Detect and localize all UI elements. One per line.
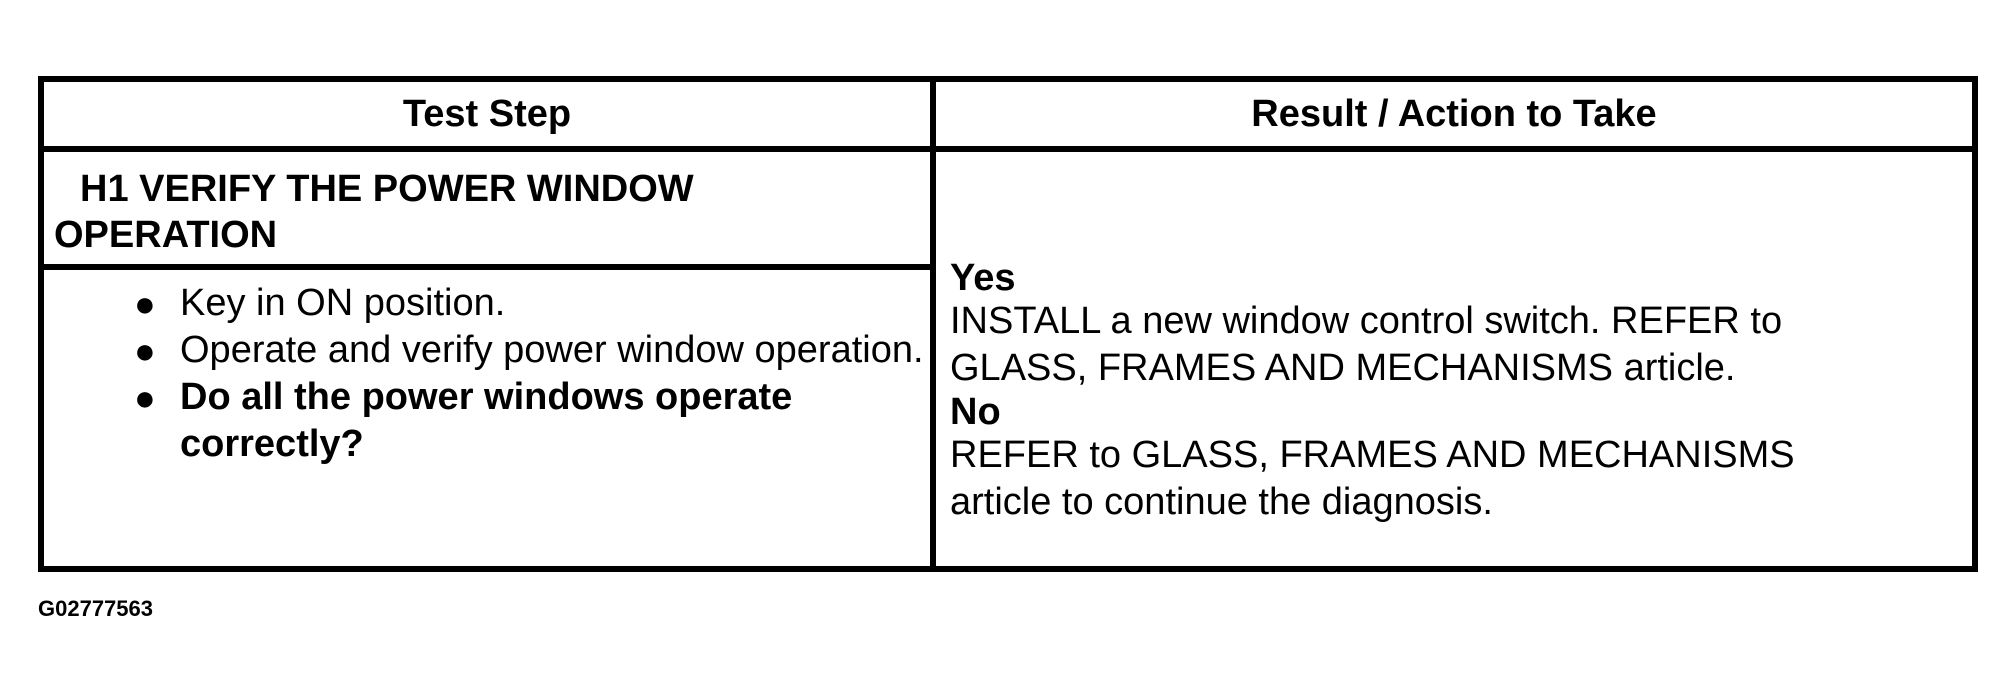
- result-yes-line-1: INSTALL a new window control switch. REF…: [950, 300, 1783, 342]
- step-item-operate: ● Operate and verify power window operat…: [134, 327, 930, 374]
- bullet-icon: ●: [134, 377, 156, 418]
- result-yes-label: Yes: [950, 257, 1016, 299]
- result-column: Result / Action to Take Yes INSTALL a ne…: [936, 82, 1972, 566]
- step-item-text: Operate and verify power window operatio…: [180, 329, 924, 371]
- step-item-key-on: ● Key in ON position.: [134, 280, 930, 327]
- step-title-line-1: H1 VERIFY THE POWER WINDOW: [80, 168, 694, 210]
- bullet-icon: ●: [134, 283, 156, 324]
- step-item-text: Do all the power windows operate correct…: [180, 376, 793, 465]
- result-no-label: No: [950, 391, 1001, 433]
- result-yes-line-2: GLASS, FRAMES AND MECHANISMS article.: [950, 347, 1736, 389]
- header-test-step: Test Step: [44, 82, 930, 152]
- step-instructions: ● Key in ON position. ● Operate and veri…: [44, 270, 930, 468]
- step-list: ● Key in ON position. ● Operate and veri…: [44, 280, 930, 468]
- bullet-icon: ●: [134, 330, 156, 371]
- test-step-column: Test Step H1 VERIFY THE POWER WINDOW OPE…: [44, 82, 936, 566]
- result-no-line-2: article to continue the diagnosis.: [950, 481, 1493, 523]
- step-title: H1 VERIFY THE POWER WINDOW OPERATION: [44, 152, 930, 270]
- figure-id: G02777563: [38, 596, 153, 621]
- result-body: Yes INSTALL a new window control switch.…: [950, 258, 1952, 526]
- step-item-question: ● Do all the power windows operate corre…: [134, 374, 930, 468]
- result-no-line-1: REFER to GLASS, FRAMES AND MECHANISMS: [950, 434, 1795, 476]
- step-title-line-2: OPERATION: [54, 214, 278, 256]
- step-item-text: Key in ON position.: [180, 282, 506, 324]
- diagnostic-table: Test Step H1 VERIFY THE POWER WINDOW OPE…: [38, 76, 1978, 572]
- header-result-action: Result / Action to Take: [936, 82, 1972, 152]
